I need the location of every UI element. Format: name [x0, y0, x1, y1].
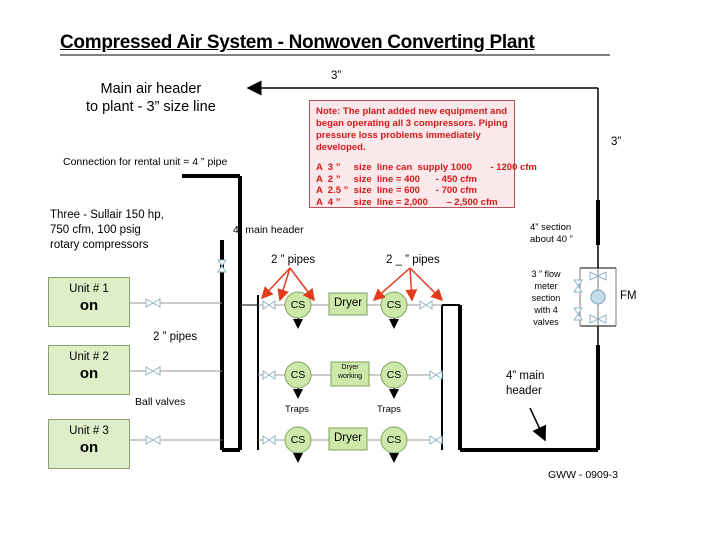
cs-label: CS [290, 299, 306, 311]
unit-label: Unit # 1 [69, 283, 109, 295]
train1-outlet-valve [419, 300, 433, 310]
fm-valve-4 [573, 307, 583, 321]
flow-meter-symbol [590, 289, 606, 305]
drawing-id: GWW - 0909-3 [548, 469, 619, 481]
note-box: Note: The plant added new equipment and … [309, 100, 537, 208]
compressor-unit-3: Unit # 3 on [48, 419, 130, 469]
unit-status: on [79, 439, 99, 456]
compressor-description: Three - Sullair 150 hp, 750 cfm, 100 psi… [50, 209, 164, 251]
fm-valve-2 [589, 314, 607, 324]
main-air-header-label: Main air header to plant - 3” size line [86, 81, 216, 115]
train3-inlet-valve [262, 435, 276, 445]
ball-valve-unit3 [145, 435, 161, 445]
dryer-3 [328, 427, 368, 451]
right-header-pointer [529, 407, 547, 442]
compressor-unit-1: Unit # 1 on [48, 277, 130, 327]
compressor-unit-2: Unit # 2 on [48, 345, 130, 395]
note-line: A 4 ” size line = 2,000 – 2,500 cfm [316, 196, 498, 208]
rental-connection-label: Connection for rental unit = 4 ” pipe [63, 156, 228, 168]
train2-outlet-valve [429, 370, 443, 380]
cs-label: CS [386, 299, 402, 311]
flow-meter-section-label: 3 ” flow meter section with 4 valves [531, 269, 561, 327]
traps-label: Traps [285, 404, 309, 415]
right-pipe-size-label: 3” [611, 136, 622, 148]
note-line: A 3 ” size line can supply 1000 - 1200 c… [316, 162, 537, 173]
train1-inlet-valve [262, 300, 276, 310]
train2-inlet-valve [262, 370, 276, 380]
dryer-label: Dryer [333, 432, 363, 444]
cs-label: CS [290, 369, 306, 381]
top-pipe-size-label: 3” [331, 70, 342, 82]
fm-label: FM [620, 290, 637, 302]
cs-label: CS [386, 369, 402, 381]
left-pipes-label: 2 ” pipes [271, 254, 316, 266]
page-title: Compressed Air System - Nonwoven Convert… [60, 32, 535, 53]
left-pipes-callout-arrows [260, 267, 315, 302]
fm-valve-1 [589, 271, 607, 281]
ball-valves-label: Ball valves [135, 396, 186, 408]
note-line: A 2 ” size line = 400 - 450 cfm [316, 173, 477, 185]
unit-label: Unit # 2 [69, 351, 109, 363]
left-main-header-label: 4” main header [233, 224, 304, 236]
unit-status: on [79, 365, 99, 382]
unit-label: Unit # 3 [69, 425, 109, 437]
right-pipes-label: 2 _ ” pipes [386, 254, 440, 266]
section-label: 4” section about 40 ” [530, 222, 573, 245]
right-pipes-callout-arrows [372, 267, 444, 302]
header-isolation-valve [217, 259, 227, 273]
right-main-header-label: 4” main header [506, 370, 545, 397]
dryer-working-label: Dryer working [337, 364, 363, 380]
fm-valve-3 [573, 279, 583, 293]
cs-label: CS [386, 434, 402, 446]
dryer-1 [328, 292, 368, 316]
train3-outlet-valve [429, 435, 443, 445]
dryer-label: Dryer [333, 297, 363, 309]
ball-valve-unit2 [145, 366, 161, 376]
unit-pipes-label: 2 ” pipes [153, 331, 198, 343]
traps-label: Traps [377, 404, 401, 415]
dryer-2 [330, 361, 370, 387]
cs-label: CS [290, 434, 306, 446]
note-line: A 2.5 ” size line = 600 - 700 cfm [316, 185, 477, 196]
unit-status: on [79, 297, 99, 314]
ball-valve-unit1 [145, 298, 161, 308]
note-text: Note: The plant added new equipment and … [316, 106, 508, 153]
